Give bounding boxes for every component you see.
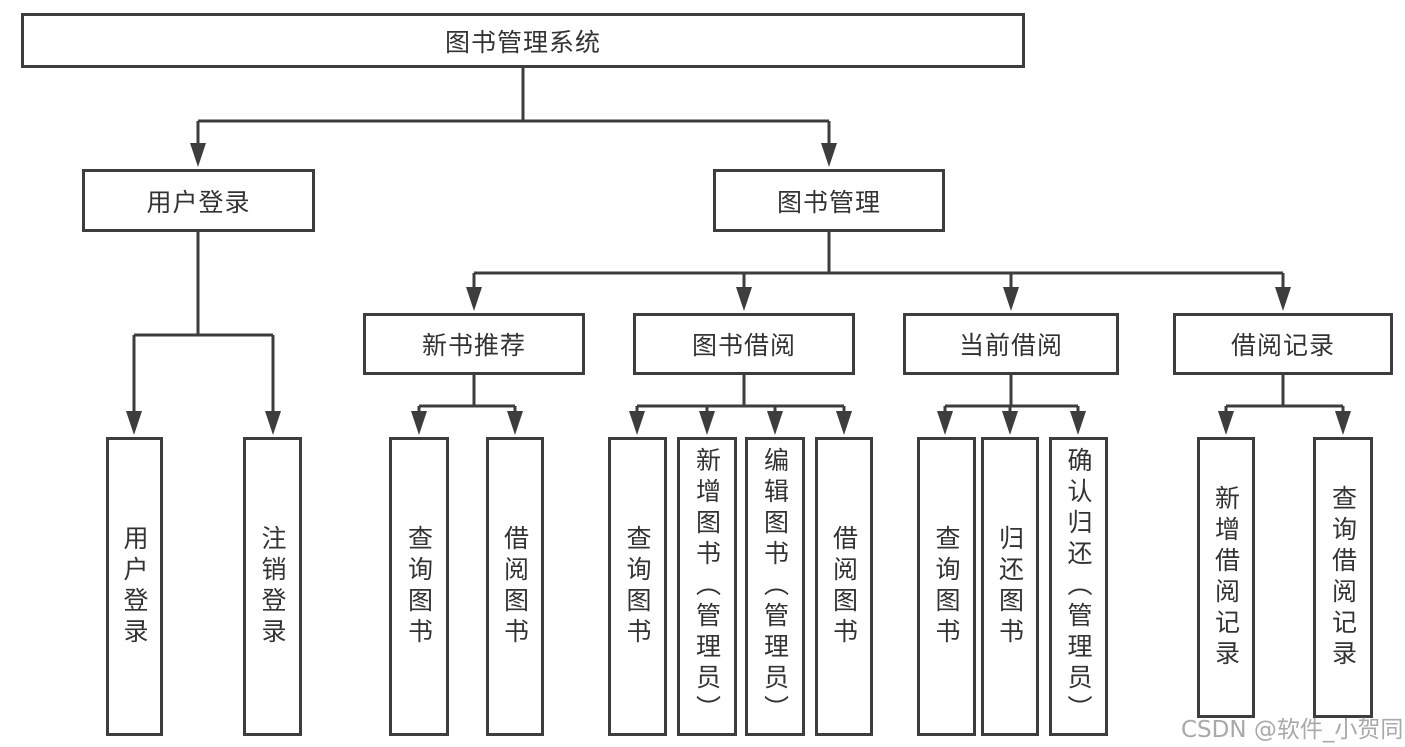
arrowhead xyxy=(1335,411,1351,435)
leaf-edit-book-admin: 编辑图书（管理员） xyxy=(745,437,805,736)
arrowhead xyxy=(629,411,645,435)
leaf-return-book: 归还图书 xyxy=(981,437,1039,736)
leaf-add-borrow-record: 新增借阅记录 xyxy=(1197,437,1255,718)
arrowhead xyxy=(1218,411,1234,435)
csdn-watermark: CSDN @软件_小贺同学 xyxy=(1181,717,1405,743)
node-book-borrowing: 图书借阅 xyxy=(633,313,855,375)
node-current-borrowing: 当前借阅 xyxy=(903,313,1119,375)
arrowhead xyxy=(699,411,715,435)
arrowhead xyxy=(507,411,523,435)
node-root-library-system: 图书管理系统 xyxy=(21,13,1025,68)
arrowhead xyxy=(265,411,281,435)
arrowhead xyxy=(1003,287,1019,311)
leaf-borrow-book-recommend: 借阅图书 xyxy=(486,437,544,736)
arrowhead xyxy=(126,411,142,435)
arrowhead xyxy=(767,411,783,435)
leaf-query-book-borrowing: 查询图书 xyxy=(608,437,667,736)
leaf-logout: 注销登录 xyxy=(243,437,302,736)
arrowhead xyxy=(836,411,852,435)
node-new-book-recommend: 新书推荐 xyxy=(363,313,585,375)
arrowhead xyxy=(190,143,206,167)
arrowhead xyxy=(1070,411,1086,435)
arrowhead xyxy=(821,143,837,167)
leaf-query-book-recommend: 查询图书 xyxy=(389,437,449,736)
leaf-query-borrow-record: 查询借阅记录 xyxy=(1313,437,1373,718)
node-book-management: 图书管理 xyxy=(713,169,945,232)
arrowheads xyxy=(126,143,1351,435)
leaf-borrow-book-borrowing: 借阅图书 xyxy=(815,437,873,736)
node-user-login-group: 用户登录 xyxy=(82,169,315,232)
connector-paths xyxy=(132,68,1345,414)
leaf-user-login: 用户登录 xyxy=(106,437,163,736)
node-borrowing-records: 借阅记录 xyxy=(1173,313,1393,375)
leaf-add-book-admin: 新增图书（管理员） xyxy=(677,437,737,736)
arrowhead xyxy=(937,411,953,435)
arrowhead xyxy=(1002,411,1018,435)
arrowhead xyxy=(411,411,427,435)
arrowhead xyxy=(1275,287,1291,311)
leaf-query-book-current: 查询图书 xyxy=(917,437,976,736)
arrowhead xyxy=(736,287,752,311)
leaf-confirm-return-admin: 确认归还（管理员） xyxy=(1049,437,1108,736)
arrowhead xyxy=(466,287,482,311)
